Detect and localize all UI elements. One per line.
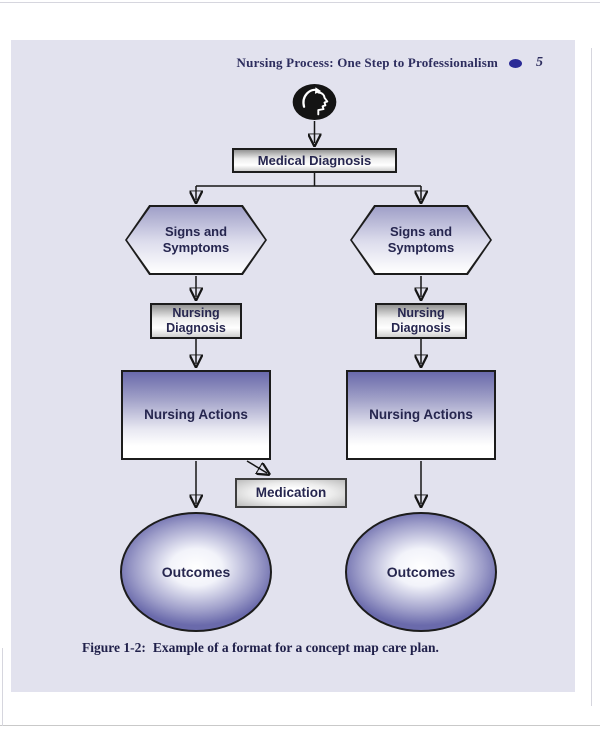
nursing-diagnosis-line2: Diagnosis: [166, 321, 226, 335]
outcomes-label: Outcomes: [161, 563, 231, 580]
medical-diagnosis-label: Medical Diagnosis: [257, 152, 372, 168]
document-page: Nursing Process: One Step to Professiona…: [11, 40, 575, 692]
node-nursing-actions-left: Nursing Actions: [121, 370, 271, 460]
figure-caption-text: Example of a format for a concept map ca…: [152, 640, 439, 655]
signs-line2: Symptoms: [162, 240, 230, 255]
node-medical-diagnosis: Medical Diagnosis: [232, 148, 397, 173]
thinking-head-icon: [292, 83, 337, 121]
nursing-diagnosis-line1: Nursing: [172, 306, 220, 321]
node-nursing-diagnosis-left: Nursing Diagnosis: [150, 303, 242, 339]
nursing-actions-label: Nursing Actions: [144, 407, 248, 423]
node-medication: Medication: [235, 478, 347, 508]
nursing-diagnosis-line1: Nursing: [397, 306, 445, 321]
page-edge-line-right: [591, 48, 592, 706]
signs-symptoms-label: Signs and Symptoms: [125, 205, 267, 275]
node-outcomes-left: Outcomes: [120, 512, 272, 632]
page-number: 5: [536, 55, 543, 70]
node-nursing-diagnosis-right: Nursing Diagnosis: [375, 303, 467, 339]
bullet-icon: [509, 58, 522, 68]
node-nursing-actions-right: Nursing Actions: [346, 370, 496, 460]
nursing-actions-label: Nursing Actions: [369, 407, 473, 423]
node-signs-symptoms-right: Signs and Symptoms: [350, 205, 492, 275]
node-signs-symptoms-left: Signs and Symptoms: [125, 205, 267, 275]
connector-actions-to-medication: [246, 460, 267, 473]
nursing-diagnosis-line2: Diagnosis: [391, 321, 451, 335]
outcomes-label: Outcomes: [386, 563, 456, 580]
running-head-title: Nursing Process: One Step to Professiona…: [236, 55, 498, 70]
signs-symptoms-label: Signs and Symptoms: [350, 205, 492, 275]
page-edge-line-left: [2, 648, 3, 726]
medication-label: Medication: [255, 485, 327, 501]
signs-line1: Signs and: [389, 224, 453, 240]
page-edge-line-bottom: [0, 725, 600, 726]
hexagon-fill: [352, 207, 490, 273]
figure-caption: Figure 1-2: Example of a format for a con…: [82, 640, 439, 656]
hexagon-fill: [127, 207, 265, 273]
figure-caption-label: Figure 1-2:: [82, 640, 146, 655]
page-edge-line-top: [0, 2, 600, 3]
node-outcomes-right: Outcomes: [345, 512, 497, 632]
connector-branch-rail: [196, 173, 421, 187]
page-header: Nursing Process: One Step to Professiona…: [237, 55, 543, 71]
signs-line1: Signs and: [164, 224, 228, 240]
signs-line2: Symptoms: [387, 240, 455, 255]
